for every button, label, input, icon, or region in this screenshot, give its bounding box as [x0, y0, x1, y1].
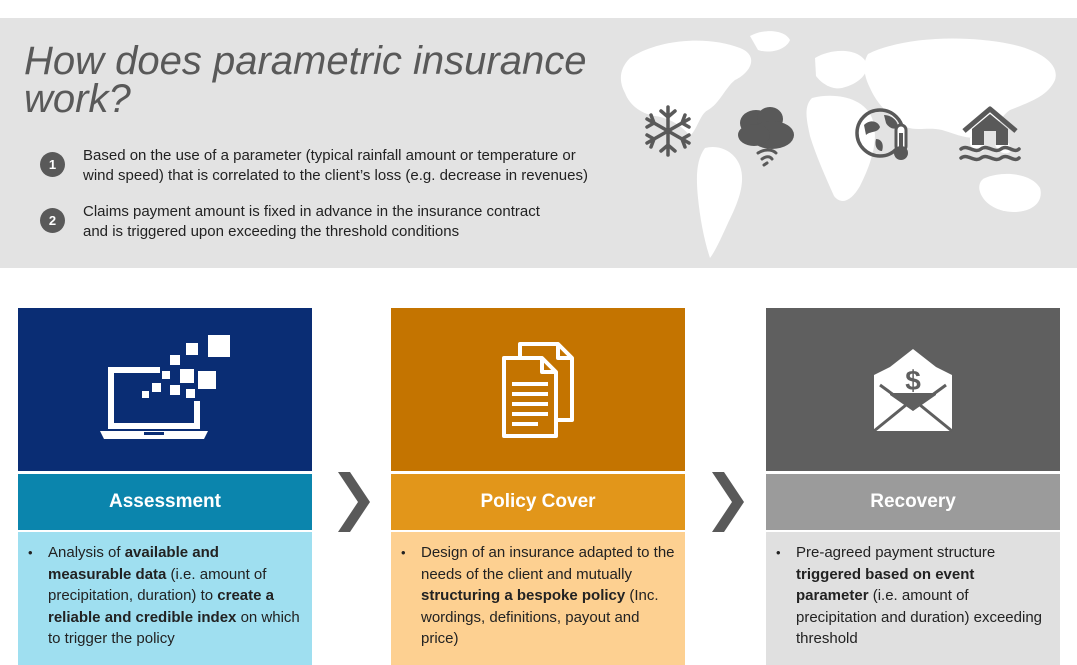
documents-icon	[502, 341, 574, 438]
step-title: Assessment	[18, 474, 312, 530]
money-envelope-icon: $	[873, 348, 953, 432]
point-number: 1	[40, 152, 65, 177]
step-recovery: $ Recovery Pre-agreed payment structure …	[766, 308, 1060, 665]
step-title: Policy Cover	[391, 474, 685, 530]
chevron-right-icon	[338, 472, 370, 532]
text: Pre-agreed payment structure	[796, 544, 996, 561]
step-description: Pre-agreed payment structure triggered b…	[766, 532, 1060, 665]
svg-text:$: $	[905, 365, 921, 396]
text: (Inc. wordings, definitions, payout and …	[421, 587, 659, 647]
step-title: Recovery	[766, 474, 1060, 530]
text: (i.e. amount of precipitation, duration)…	[48, 565, 267, 605]
text: (i.e. amount of precipitation and durati…	[796, 587, 1042, 647]
laptop-data-icon	[100, 334, 230, 439]
point-text: Claims payment amount is fixed in advanc…	[83, 203, 540, 240]
point-2: 2 Claims payment amount is fixed in adva…	[40, 202, 653, 242]
step-icon-panel	[18, 308, 312, 471]
globe-thermometer-icon	[855, 108, 908, 160]
text: Analysis of	[48, 544, 125, 561]
point-text: Based on the use of a parameter (typical…	[83, 147, 588, 184]
point-number: 2	[40, 208, 65, 233]
step-bullet: Pre-agreed payment structure triggered b…	[776, 542, 1050, 650]
step-bullet: Design of an insurance adapted to the ne…	[401, 542, 675, 650]
point-1: 1 Based on the use of a parameter (typic…	[40, 146, 653, 186]
text: Design of an insurance adapted to the ne…	[421, 544, 675, 583]
step-bullet: Analysis of available and measurable dat…	[28, 542, 302, 650]
step-description: Analysis of available and measurable dat…	[18, 532, 312, 665]
header-banner: How does parametric insurance work? 1 Ba…	[0, 18, 1077, 268]
bold-text: create a reliable and credible index	[48, 587, 274, 626]
bold-text: available and measurable data	[48, 544, 219, 583]
storm-cloud-icon	[738, 107, 794, 167]
step-description: Design of an insurance adapted to the ne…	[391, 532, 685, 665]
world-map-icon	[620, 31, 1056, 258]
text: on which to trigger the policy	[48, 608, 300, 648]
page-title: How does parametric insurance work?	[24, 39, 587, 121]
step-icon-panel: $	[766, 308, 1060, 471]
snowflake-icon	[645, 105, 691, 157]
weather-icons	[640, 103, 1040, 173]
step-policy-cover: Policy Cover Design of an insurance adap…	[391, 308, 685, 665]
flooded-house-icon	[959, 106, 1021, 162]
bold-text: triggered based on event parameter	[796, 565, 975, 605]
step-icon-panel	[391, 308, 685, 471]
step-assessment: Assessment Analysis of available and mea…	[18, 308, 312, 665]
chevron-right-icon	[712, 472, 744, 532]
bold-text: structuring a bespoke policy	[421, 587, 626, 604]
